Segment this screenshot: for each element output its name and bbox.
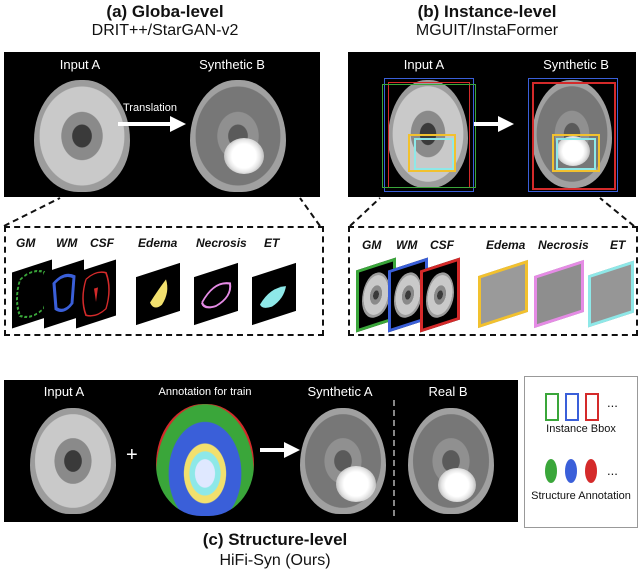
label-gm: GM xyxy=(16,236,36,250)
panel-c-synthetic-brain xyxy=(300,408,386,514)
label-necrosis: Necrosis xyxy=(196,236,247,250)
panel-c-input-label: Input A xyxy=(43,384,85,399)
panel-b-arrow xyxy=(474,116,514,132)
label-csf: CSF xyxy=(90,236,114,250)
synthetic-brain xyxy=(190,80,286,192)
panel-c-title: (c) Structure-level xyxy=(202,530,348,549)
panel-c-synthetic-label: Synthetic A xyxy=(307,384,373,399)
legend-bbox-ellipsis: ... xyxy=(607,395,618,410)
label-edema: Edema xyxy=(138,236,178,250)
translation-label: Translation xyxy=(122,102,177,114)
legend-bbox-label: Instance Bbox xyxy=(546,423,616,435)
panel-b-title: (b) Instance-level xyxy=(417,2,557,21)
panel-a-subtitle: DRIT++/StarGAN-v2 xyxy=(91,22,239,39)
inst-label-et: ET xyxy=(610,238,626,252)
panel-c-input-brain xyxy=(30,408,116,514)
panel-c-real-brain xyxy=(408,408,494,514)
csf-bbox xyxy=(420,257,460,333)
panel-a-output-label: Synthetic B xyxy=(199,57,265,72)
annotation-brain xyxy=(156,404,254,516)
legend-annotation-ellipsis: ... xyxy=(607,463,618,478)
necrosis-mask xyxy=(194,262,238,326)
panel-c-subtitle: HiFi-Syn (Ours) xyxy=(219,552,331,569)
panel-a-image: Input A Synthetic B Translation xyxy=(4,52,320,197)
translation-arrow xyxy=(118,116,186,132)
instance-expansion-box xyxy=(348,226,638,336)
panel-c-image: Input A + Annotation for train Synthetic… xyxy=(4,380,518,522)
input-brain xyxy=(34,80,130,192)
wm-mask xyxy=(44,259,84,329)
structure-expansion-box xyxy=(4,226,324,336)
et-mask xyxy=(252,262,296,326)
panel-c-real-label: Real B xyxy=(428,384,468,399)
panel-a-title: (a) Globa-level xyxy=(106,2,224,21)
label-et: ET xyxy=(264,236,280,250)
inst-label-csf: CSF xyxy=(430,238,454,252)
expansion-lines xyxy=(3,197,635,227)
panel-a-input-label: Input A xyxy=(59,57,101,72)
annotation-label: Annotation for train xyxy=(158,386,252,398)
panel-b-input-label: Input A xyxy=(403,57,445,72)
panel-c-arrow xyxy=(260,442,300,458)
label-wm: WM xyxy=(56,236,78,250)
inst-label-edema: Edema xyxy=(486,238,526,252)
csf-mask xyxy=(76,259,116,329)
panel-b-subtitle: MGUIT/InstaFormer xyxy=(415,22,559,39)
panel-b-image: Input A Synthetic B xyxy=(348,52,636,197)
panel-b-output-label: Synthetic B xyxy=(543,57,609,72)
edema-mask xyxy=(136,262,180,326)
inst-label-gm: GM xyxy=(362,238,382,252)
legend-annotation-label: Structure Annotation xyxy=(531,490,631,502)
legend-box: ... Instance Bbox ... Structure Annotati… xyxy=(524,376,638,528)
inst-label-necrosis: Necrosis xyxy=(538,238,589,252)
inst-label-wm: WM xyxy=(396,238,418,252)
plus-sign: + xyxy=(126,444,138,466)
